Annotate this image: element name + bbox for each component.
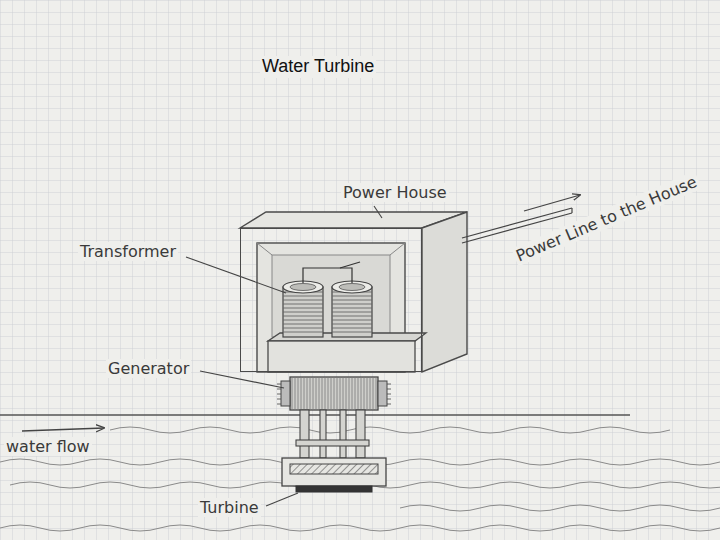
label-holder: Generator xyxy=(106,359,191,378)
turbine-runner xyxy=(282,458,386,492)
node-text-holder: Power House xyxy=(341,183,449,202)
diagram-title: Water Turbine xyxy=(260,56,376,78)
flow-label: water flow xyxy=(4,437,92,456)
turbine-shafts xyxy=(296,410,369,458)
part-label: Turbine xyxy=(198,498,261,517)
water-surface xyxy=(0,414,630,415)
label-holder: water flow xyxy=(4,437,92,456)
water-waves xyxy=(0,427,720,531)
power-house-walls xyxy=(240,212,467,372)
label-holder: Turbine xyxy=(198,498,261,517)
transformer-coils xyxy=(283,262,372,337)
title-holder: Water Turbine xyxy=(260,56,376,78)
part-label: Generator xyxy=(106,359,191,378)
flow-arrow xyxy=(22,428,104,431)
node-heading: Power House xyxy=(341,183,449,202)
generator-drum xyxy=(277,377,391,410)
label-holder: Transformer xyxy=(78,242,178,261)
part-label: Transformer xyxy=(78,242,178,261)
platform-block xyxy=(268,333,426,372)
leader-lines xyxy=(186,206,382,506)
power-house-box: Power House xyxy=(240,228,422,372)
